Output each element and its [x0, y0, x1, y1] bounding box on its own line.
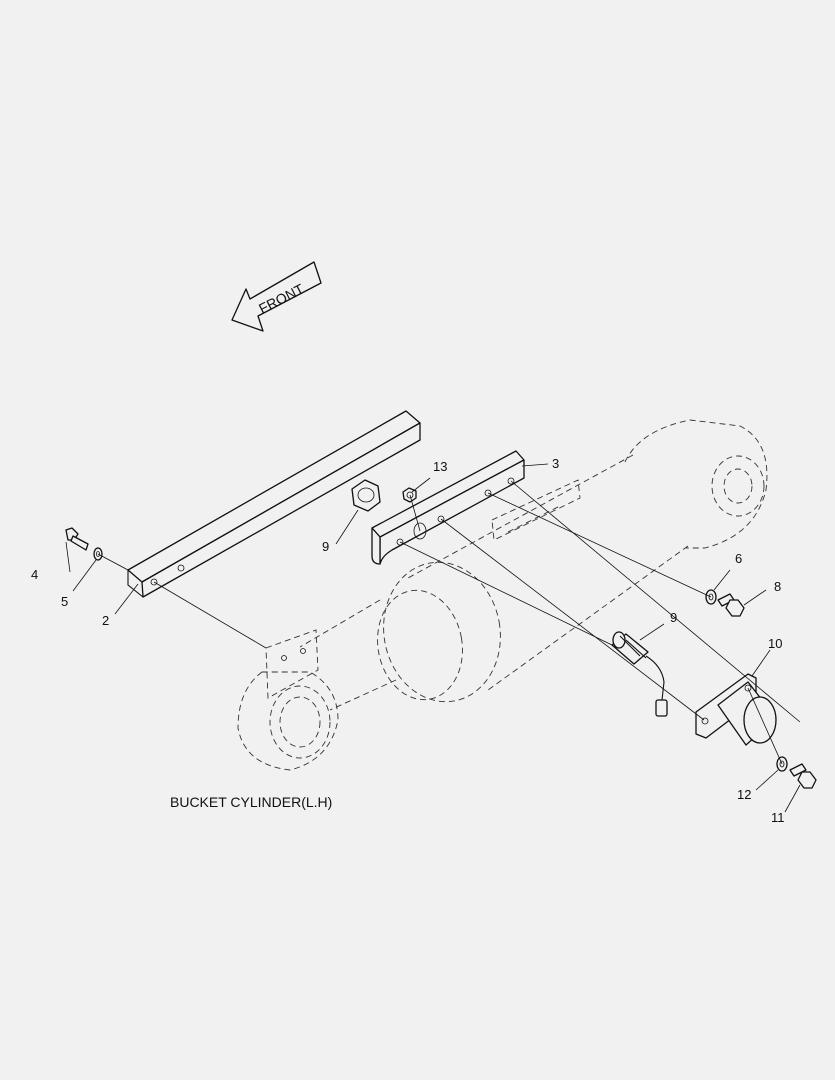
- bolt-part-8: [717, 593, 745, 617]
- callout-11: 11: [771, 810, 785, 825]
- proximity-sensor-part-9: [611, 631, 668, 717]
- callout-4: 4: [31, 567, 38, 582]
- mounting-plate-part-3: [371, 450, 525, 565]
- callout-labels: 2 3 4 5 6 8 9 9 10 11 12 13: [31, 456, 785, 825]
- callout-9-lower: 9: [670, 610, 677, 625]
- bucket-cylinder-phantom: [237, 419, 768, 771]
- callout-13: 13: [433, 459, 447, 474]
- callout-12: 12: [737, 787, 751, 802]
- callout-8: 8: [774, 579, 781, 594]
- diagram-caption: BUCKET CYLINDER(L.H): [170, 794, 332, 810]
- callout-6: 6: [735, 551, 742, 566]
- bolt-part-11: [789, 763, 817, 789]
- hex-nut-part-9: [351, 479, 381, 512]
- callout-leaders: [65, 463, 801, 813]
- bolt-part-4: [65, 527, 89, 551]
- front-arrow: FRONT: [231, 261, 322, 332]
- callout-2: 2: [102, 613, 109, 628]
- callout-9-upper: 9: [322, 539, 329, 554]
- callout-10: 10: [768, 636, 782, 651]
- callout-3: 3: [552, 456, 559, 471]
- sensor-target-part-10: [695, 673, 777, 746]
- angle-bracket-part-2: [127, 410, 421, 598]
- callout-5: 5: [61, 594, 68, 609]
- assembly-lines: [97, 480, 801, 765]
